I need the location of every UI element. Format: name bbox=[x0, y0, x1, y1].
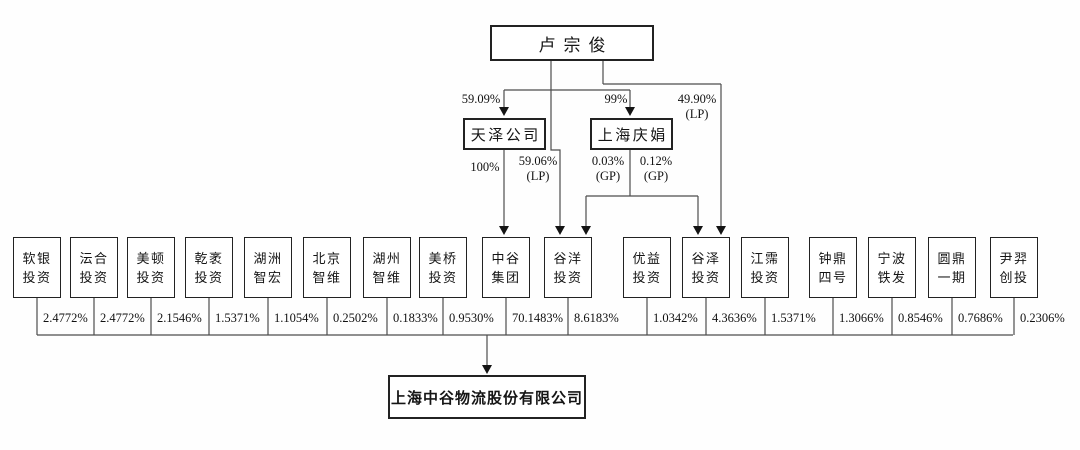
shareholder-percent: 1.5371% bbox=[215, 311, 260, 325]
edge-label-qingjuan-guyang: 0.03% (GP) bbox=[591, 154, 625, 183]
edge-label-tianze-zhonggu: 100% bbox=[470, 160, 500, 174]
shareholder-node: 湖州智维 bbox=[363, 237, 411, 298]
shareholder-node: 宁波铁发 bbox=[868, 237, 916, 298]
node-root-person: 卢宗俊 bbox=[490, 25, 654, 61]
arrowheads bbox=[482, 107, 726, 374]
shareholder-node: 优益投资 bbox=[623, 237, 671, 298]
edge-label-qingjuan-guze: 0.12% (GP) bbox=[639, 154, 673, 183]
shareholder-node: 钟鼎四号 bbox=[809, 237, 857, 298]
shareholder-node: 软银投资 bbox=[13, 237, 61, 298]
root-person-name: 卢宗俊 bbox=[538, 35, 614, 55]
tianze-company-name: 天泽公司 bbox=[470, 127, 541, 144]
node-listed-company: 上海中谷物流股份有限公司 bbox=[388, 375, 586, 419]
shareholder-percent: 0.1833% bbox=[393, 311, 438, 325]
edge-label-root-tianze: 59.09% bbox=[461, 92, 501, 106]
edge-label-root-qingjuan: 99% bbox=[604, 92, 628, 106]
shareholder-node: 谷洋投资 bbox=[544, 237, 592, 298]
shareholder-percent: 0.7686% bbox=[958, 311, 1003, 325]
shareholder-percent: 0.9530% bbox=[449, 311, 494, 325]
shareholder-percent: 0.8546% bbox=[898, 311, 943, 325]
shareholder-node: 湖洲智宏 bbox=[244, 237, 292, 298]
shareholder-node: 乾袤投资 bbox=[185, 237, 233, 298]
node-shanghai-qingjuan: 上海庆娟 bbox=[590, 118, 673, 150]
shareholder-node: 美顿投资 bbox=[127, 237, 175, 298]
shareholder-percent: 4.3636% bbox=[712, 311, 757, 325]
shareholder-percent: 70.1483% bbox=[512, 311, 564, 325]
shareholder-percent: 2.4772% bbox=[43, 311, 88, 325]
shareholder-node: 江霈投资 bbox=[741, 237, 789, 298]
shareholder-node: 北京智维 bbox=[303, 237, 351, 298]
shareholder-percent: 0.2306% bbox=[1020, 311, 1065, 325]
shareholder-percent: 8.6183% bbox=[574, 311, 619, 325]
edge-lines bbox=[36, 61, 1015, 366]
shareholder-percent: 2.4772% bbox=[100, 311, 145, 325]
shareholder-node: 沄合投资 bbox=[70, 237, 118, 298]
shanghai-qingjuan-name: 上海庆娟 bbox=[597, 127, 668, 144]
shareholder-node: 圆鼎一期 bbox=[928, 237, 976, 298]
edge-label-root-guze: 49.90% (LP) bbox=[677, 92, 717, 121]
shareholder-node: 尹羿创投 bbox=[990, 237, 1038, 298]
shareholder-node: 谷泽投资 bbox=[682, 237, 730, 298]
edge-label-root-guyang: 59.06% (LP) bbox=[518, 154, 558, 183]
shareholder-percent: 1.0342% bbox=[653, 311, 698, 325]
shareholder-percent: 2.1546% bbox=[157, 311, 202, 325]
shareholder-node: 美桥投资 bbox=[419, 237, 467, 298]
node-tianze-company: 天泽公司 bbox=[463, 118, 546, 150]
shareholder-percent: 0.2502% bbox=[333, 311, 378, 325]
shareholder-percent: 1.5371% bbox=[771, 311, 816, 325]
listed-company-name: 上海中谷物流股份有限公司 bbox=[390, 390, 583, 407]
shareholder-percent: 1.1054% bbox=[274, 311, 319, 325]
shareholder-node: 中谷集团 bbox=[482, 237, 530, 298]
shareholder-percent: 1.3066% bbox=[839, 311, 884, 325]
